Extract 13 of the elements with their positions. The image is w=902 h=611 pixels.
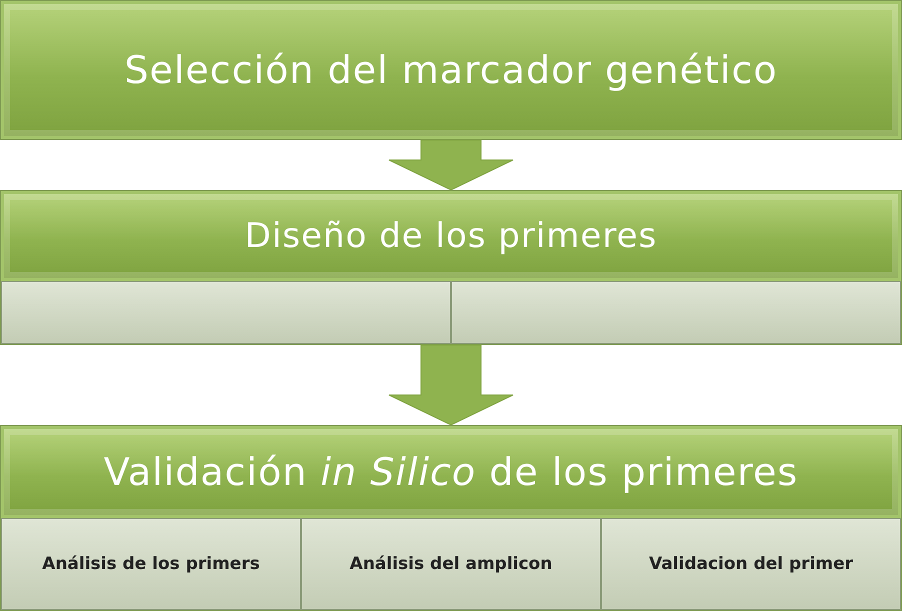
tool-box [301,518,601,610]
box-label: Validacion del primer [648,554,854,574]
arrow [388,140,514,191]
step-panel [0,425,902,611]
step-title: Selección del marcador genético [124,48,778,92]
tool-box [1,518,301,610]
step-title: Diseño de los primeres [244,216,658,256]
box-label: Análisis de los primers [42,554,260,574]
step-panel [0,190,902,345]
tool-box [601,518,901,610]
step-title: Validación in Silico de los primeres [104,450,798,494]
box-label: Análisis del amplicon [350,554,552,574]
arrow [388,344,514,426]
